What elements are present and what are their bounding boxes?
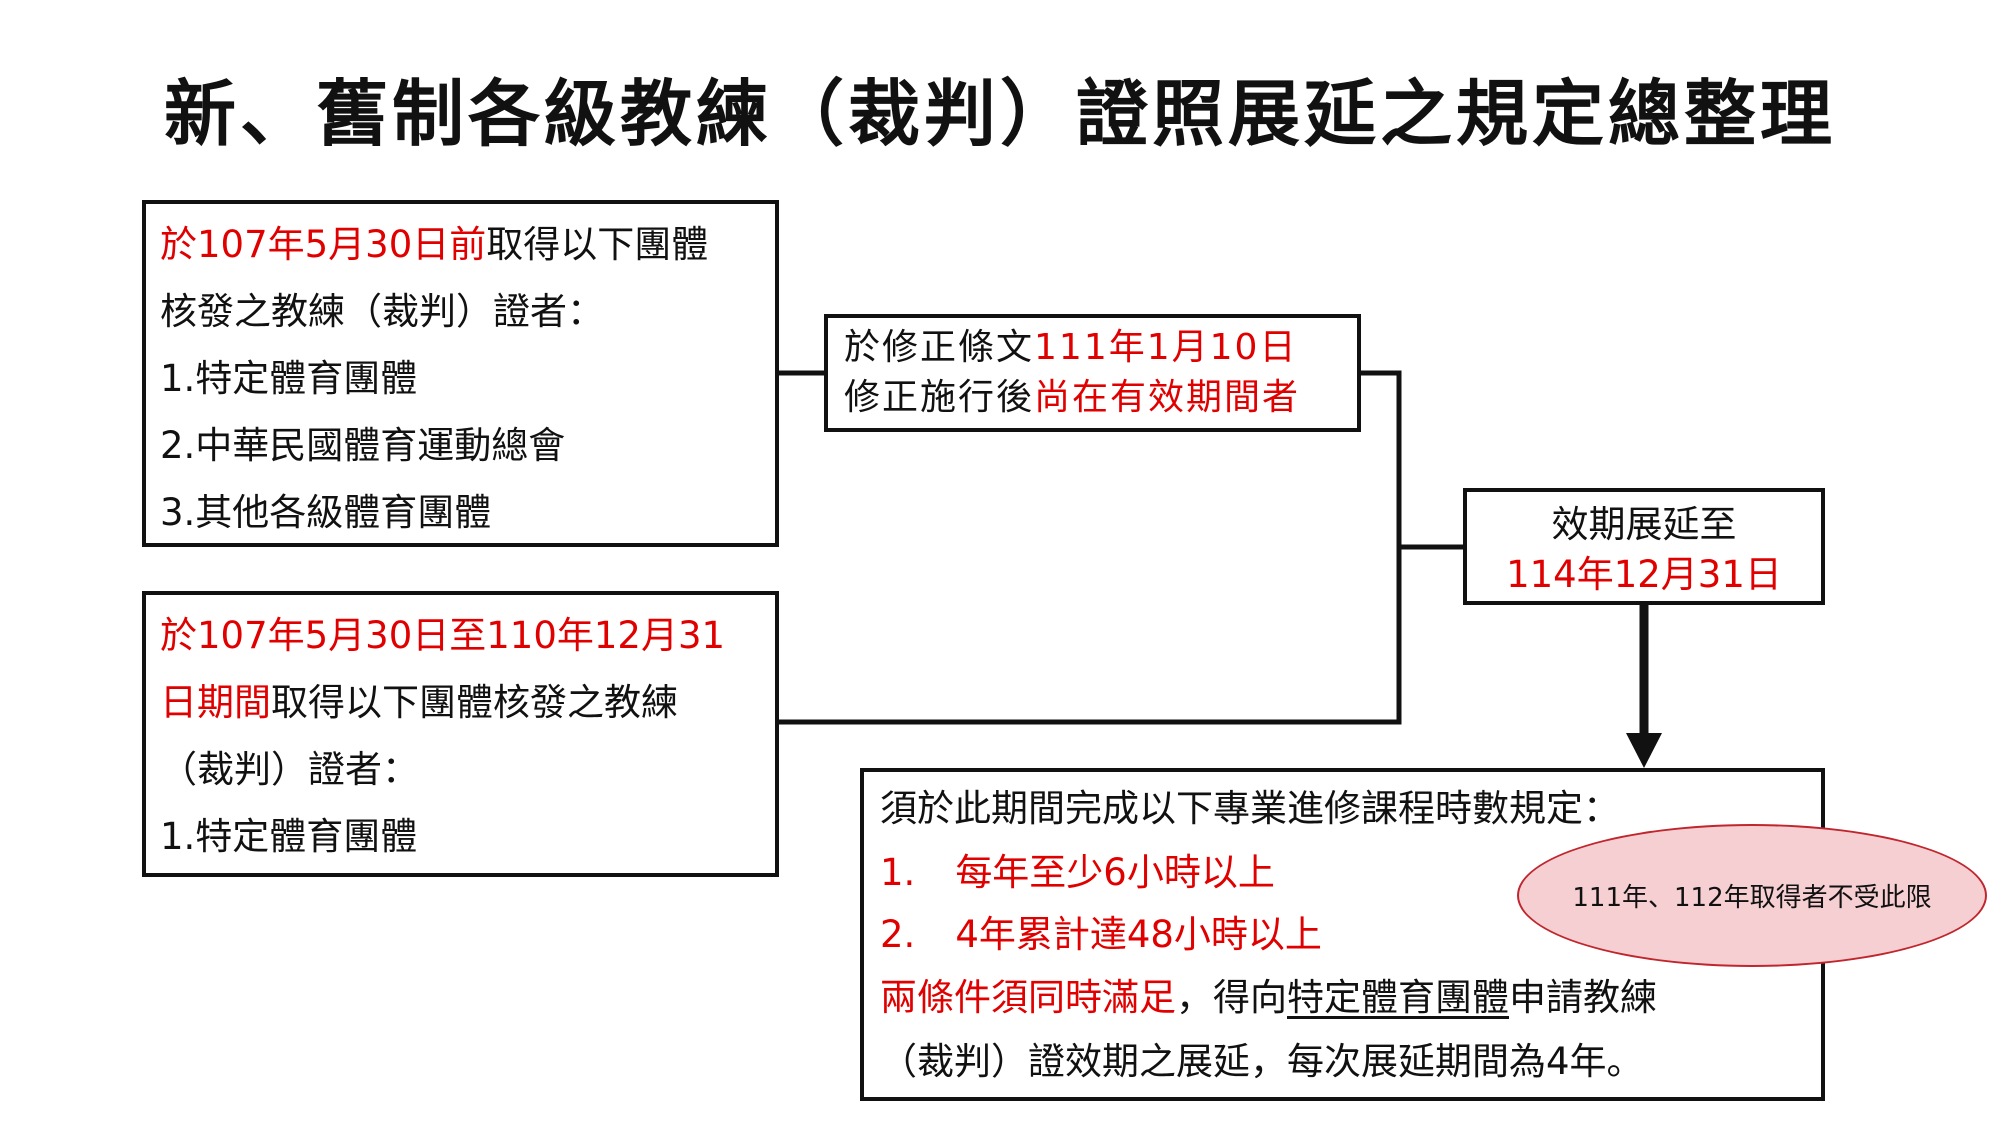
red-text: 日期間 [160,681,271,724]
requirement-2: 2. 4年累計達48小時以上 [880,916,1322,953]
box-line: 3.其他各級體育團體 [160,491,492,534]
box-line: 於107年5月30日至110年12月31 [160,617,725,654]
text: 4年累計達48小時以上 [955,913,1322,956]
box-line: 兩條件須同時滿足，得向特定體育團體申請教練 [880,979,1657,1016]
box-line: 於107年5月30日前取得以下團體 [160,226,708,263]
box-line: 2.中華民國體育運動總會 [160,424,566,467]
box-line: 效期展延至 [1551,503,1737,546]
underlined-text: 特定體育團體 [1287,976,1509,1019]
text: 取得以下團體核發之教練 [271,681,678,724]
text: 修正施行後 [844,377,1035,418]
list-number: 2. [880,913,916,956]
box-line: 1.特定體育團體 [160,815,418,858]
box-amendment: 於修正條文111年1月10日 修正施行後尚在有效期間者 [824,314,1361,432]
box-line: 日期間取得以下團體核發之教練 [160,684,678,721]
text: 申請教練 [1509,976,1657,1019]
text: ，得向 [1176,976,1287,1019]
red-text: 於107年5月30日至110年12月31 [160,614,726,657]
box-extend-until: 效期展延至 114年12月31日 [1463,488,1825,605]
requirement-1: 1. 每年至少6小時以上 [880,854,1275,891]
box-line: 1.特定體育團體 [160,357,418,400]
page-title: 新、舊制各級教練（裁判）證照展延之規定總整理 [163,72,1836,156]
box-requirements: 須於此期間完成以下專業進修課程時數規定： 1. 每年至少6小時以上 2. 4年累計達… [860,768,1825,1101]
red-text: 尚在有效期間者 [1034,377,1301,418]
text: 於修正條文 [844,327,1035,368]
red-text: 於107年5月30日前 [160,223,487,266]
list-number: 1. [880,851,916,894]
arrow-head [1626,733,1662,768]
text: 取得以下團體 [486,223,709,266]
red-text: 111年1月10日 [1034,327,1298,368]
text: 每年至少6小時以上 [955,851,1275,894]
box-line: 須於此期間完成以下專業進修課程時數規定： [880,787,1620,830]
extend-date: 114年12月31日 [1506,553,1782,596]
exemption-note: 111年、112年取得者不受此限 [1572,883,1932,913]
box-before-107: 於107年5月30日前取得以下團體 核發之教練（裁判）證者： 1.特定體育團體 … [142,200,779,547]
red-text: 兩條件須同時滿足 [880,976,1176,1019]
box-line: （裁判）證效期之展延，每次展延期間為4年。 [880,1040,1644,1083]
box-line: （裁判）證者： [160,748,419,791]
box-107-to-110: 於107年5月30日至110年12月31 日期間取得以下團體核發之教練 （裁判）… [142,591,779,877]
box-line: 核發之教練（裁判）證者： [160,290,604,333]
exemption-note-ellipse: 111年、112年取得者不受此限 [1517,824,1987,967]
box-line: 於修正條文111年1月10日 [844,330,1297,366]
box-line: 修正施行後尚在有效期間者 [844,380,1300,416]
